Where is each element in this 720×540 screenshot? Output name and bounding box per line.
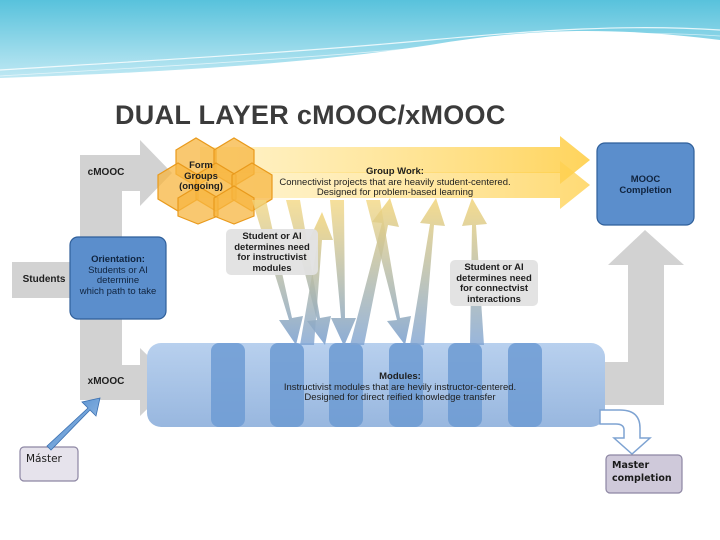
instructivist-need-line: determines need xyxy=(234,241,310,253)
instructivist-need-line: Student or AI xyxy=(242,231,302,242)
module-column xyxy=(389,343,423,427)
diagram-title: DUAL LAYER cMOOC/xMOOC xyxy=(115,100,506,130)
cmooc-label: cMOOC xyxy=(87,167,125,178)
form-groups-label: Form Groups (ongoing) xyxy=(166,160,236,193)
instructivist-need-box xyxy=(226,229,318,275)
modules-band xyxy=(147,343,605,427)
module-column xyxy=(448,343,482,427)
module-column xyxy=(270,343,304,427)
module-column xyxy=(329,343,363,427)
instructivist-need-label: Student or AI determines need for instru… xyxy=(226,231,318,275)
modules-label: Modules: Instructivist modules that are … xyxy=(240,371,560,404)
orientation-label: Orientation: Students or AI determine wh… xyxy=(72,254,164,298)
module-column xyxy=(508,343,542,427)
group-work-label: Group Work: Connectivist projects that a… xyxy=(240,166,550,199)
form-groups-line: Form xyxy=(189,160,213,171)
instructivist-need-line: for instructivist xyxy=(237,252,307,264)
module-column xyxy=(211,343,245,427)
mooc-completion-line: MOOC xyxy=(630,174,661,185)
completion-up-arrow xyxy=(592,230,684,405)
master-completion-line: Master xyxy=(612,460,650,471)
mooc-completion-label: MOOC Completion xyxy=(597,174,694,196)
mooc-completion-line: Completion xyxy=(619,184,672,196)
form-groups-hexagons xyxy=(157,137,273,225)
master-completion-line: completion xyxy=(612,473,672,485)
master-completion-label: Master completion xyxy=(612,459,672,486)
orientation-heading: Orientation: xyxy=(91,254,145,265)
form-groups-line: Groups xyxy=(184,170,218,182)
module-columns xyxy=(211,343,542,427)
instructivist-need-line: modules xyxy=(252,262,292,274)
xmooc-label: xMOOC xyxy=(87,376,125,387)
connectivist-need-label: Student or AI determines need for connec… xyxy=(450,262,538,306)
master-label: Máster xyxy=(26,453,62,465)
connectivist-need-line: interactions xyxy=(467,293,521,305)
master-completion-box xyxy=(605,454,683,494)
mooc-completion-box xyxy=(596,142,695,226)
orientation-box xyxy=(69,236,167,320)
master-diagonal-arrow xyxy=(46,397,101,451)
connectivist-need-line: determines need xyxy=(456,272,532,284)
master-completion-arrow xyxy=(599,409,652,456)
connectivist-need-line: for connectvist xyxy=(459,283,529,295)
modules-line: Instructivist modules that are hevily in… xyxy=(283,381,517,393)
orientation-line: determine xyxy=(96,275,140,287)
orientation-line: which path to take xyxy=(79,285,157,297)
students-label: Students xyxy=(22,274,66,285)
group-work-arrows xyxy=(200,136,590,209)
group-work-heading: Group Work: xyxy=(366,166,424,177)
header-wave xyxy=(0,0,720,78)
cmooc-arrow xyxy=(80,140,172,206)
modules-heading: Modules: xyxy=(379,371,421,382)
connectivist-need-line: Student or AI xyxy=(464,262,524,273)
modules-line: Designed for direct reified knowledge tr… xyxy=(304,392,496,404)
group-work-line: Designed for problem-based learning xyxy=(316,187,474,199)
group-work-line: Connectivist projects that are heavily s… xyxy=(279,176,511,188)
form-groups-line: (ongoing) xyxy=(179,181,223,193)
orientation-line: Students or AI xyxy=(88,264,148,276)
connectivist-need-box xyxy=(450,260,538,306)
